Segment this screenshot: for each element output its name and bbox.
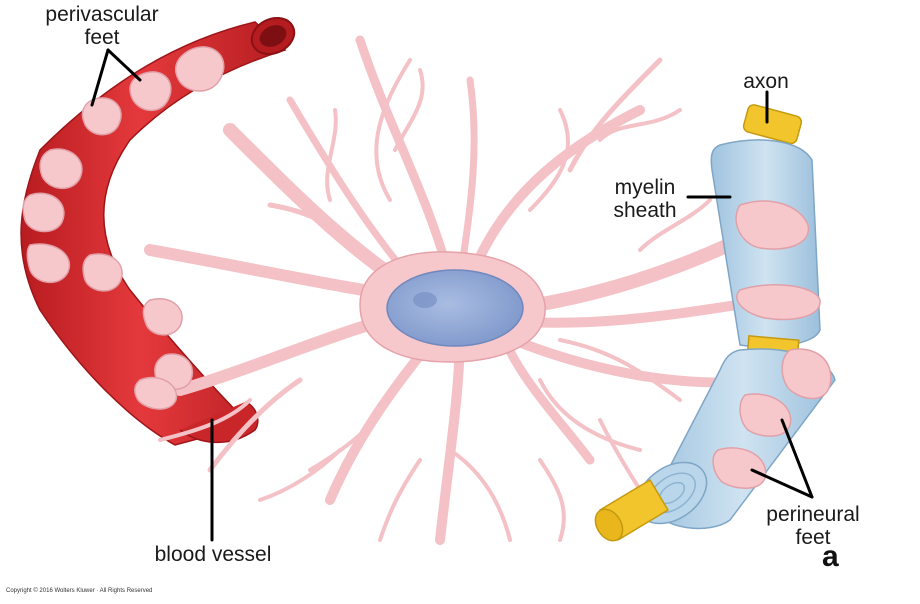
label-myelin-line2: sheath <box>613 199 677 222</box>
perineural-feet <box>712 200 832 489</box>
label-perineural-line2: feet <box>795 526 831 549</box>
panel-letter: a <box>822 540 839 573</box>
copyright-notice: Copyright © 2016 Wolters Kluwer · All Ri… <box>6 588 153 594</box>
label-axon: axon <box>743 70 789 93</box>
myelinated-axon <box>594 104 836 542</box>
perivascular-feet <box>22 46 225 410</box>
label-myelin-sheath: myelin sheath <box>600 176 690 222</box>
label-myelin-line1: myelin <box>614 176 676 199</box>
label-blood-vessel: blood vessel <box>154 543 272 566</box>
label-perivascular-feet: perivascular feet <box>2 3 202 49</box>
label-perivascular-line2: feet <box>84 26 120 49</box>
label-perineural-line1: perineural <box>766 503 860 526</box>
label-perivascular-line1: perivascular <box>45 3 159 26</box>
astrocyte-cell-body <box>359 251 546 363</box>
nucleus <box>386 269 524 347</box>
label-perineural-feet: perineural feet <box>738 503 888 549</box>
leader-lines <box>90 48 814 542</box>
